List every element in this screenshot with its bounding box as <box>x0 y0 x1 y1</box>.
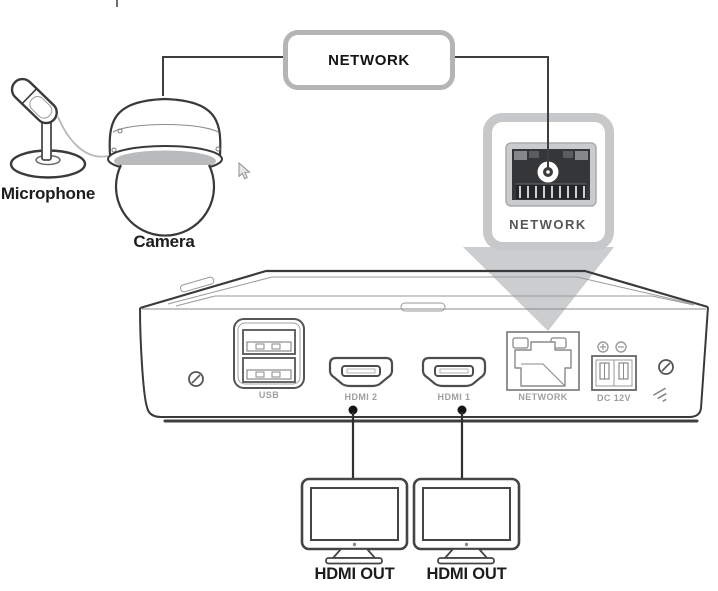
dc-terminal-icon <box>591 341 637 391</box>
screw-right-icon <box>658 359 674 375</box>
callout-network-label: NETWORK <box>509 217 587 232</box>
camera-label: Camera <box>133 232 195 251</box>
dome-camera-icon <box>107 97 223 237</box>
hdmi2-port-icon <box>328 356 394 388</box>
ground-icon <box>653 387 667 403</box>
microphone-cable <box>57 116 109 158</box>
hdmi-out-label-2: HDMI OUT <box>426 565 507 583</box>
recorder-device <box>139 247 709 423</box>
hdmi2-to-monitor-line <box>348 405 358 479</box>
network-box: NETWORK <box>283 30 455 90</box>
camera-to-network-line <box>162 56 285 96</box>
screw-left-icon <box>188 371 204 387</box>
network-port-label: NETWORK <box>518 392 568 402</box>
hdmi1-port-icon <box>421 356 487 388</box>
monitor2-icon <box>412 477 521 565</box>
usb-port-label: USB <box>258 390 280 400</box>
hdmi2-port-label: HDMI 2 <box>344 392 378 402</box>
mouse-cursor-icon <box>238 161 251 180</box>
dc12v-port-label: DC 12V <box>597 393 631 403</box>
network-to-recorder-line <box>455 56 549 172</box>
front-latch <box>400 302 446 312</box>
network-port-icon <box>506 331 580 391</box>
hdmi1-port-label: HDMI 1 <box>437 392 471 402</box>
monitor1-icon <box>300 477 409 565</box>
microphone-icon <box>9 77 109 179</box>
camera-dome <box>114 164 216 237</box>
network-box-label: NETWORK <box>328 51 410 69</box>
hdmi1-to-monitor-line <box>457 405 467 479</box>
microphone-label: Microphone <box>0 184 96 203</box>
usb-ports-icon <box>233 318 305 389</box>
callout-pointer <box>463 247 614 331</box>
top-tab <box>180 276 215 293</box>
hdmi-out-label-1: HDMI OUT <box>314 565 395 583</box>
